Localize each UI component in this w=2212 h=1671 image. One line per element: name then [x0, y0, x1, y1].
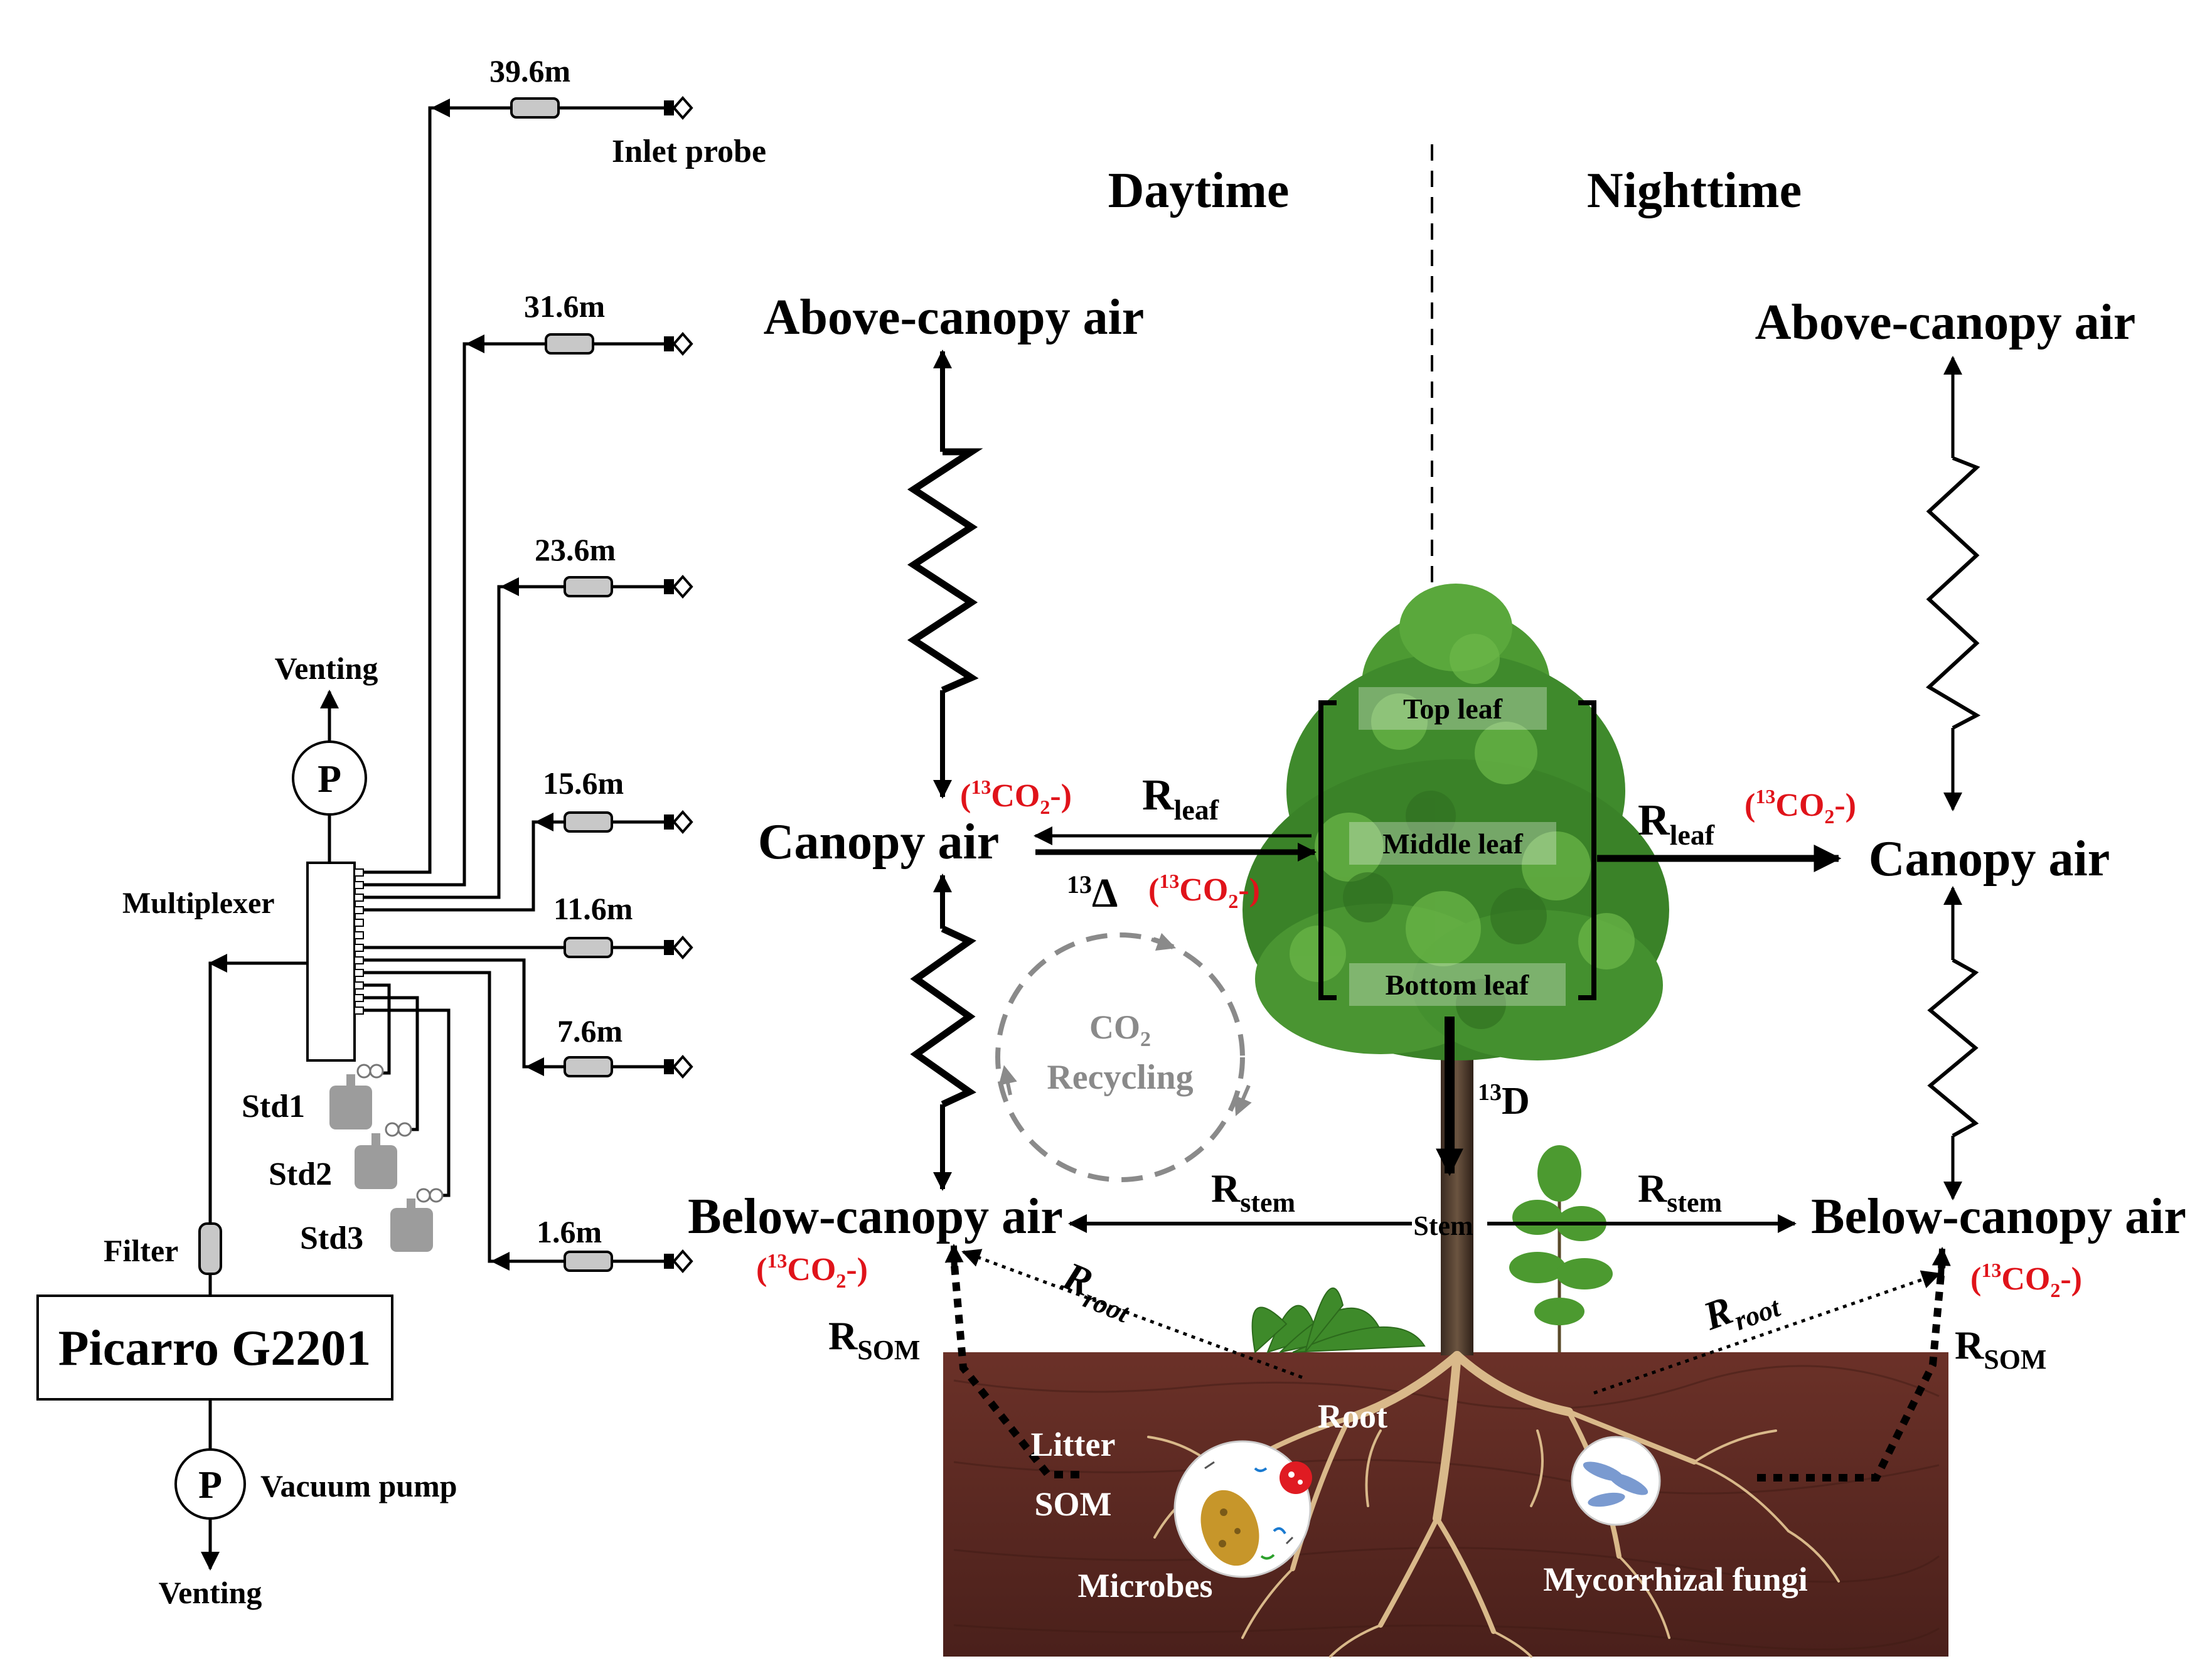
height-label: 11.6m — [553, 891, 633, 926]
night-below-iso-label: (13CO2-) — [1970, 1259, 2082, 1301]
day-rroot-label: Rroot — [1054, 1253, 1142, 1329]
ground-plants — [1251, 1145, 1613, 1353]
line-filters — [510, 97, 613, 1272]
night-rleaf-label: Rleaf — [1638, 796, 1715, 851]
inlet-probe-icons — [664, 95, 693, 1274]
height-label: 1.6m — [537, 1214, 602, 1249]
microbes-icon — [1173, 1440, 1312, 1578]
tree-illustration: Top leaf Middle leaf Bottom leaf 13D Ste… — [1147, 584, 1840, 1658]
day-delta-iso-label: (13CO2-) — [1148, 870, 1260, 912]
day-delta-label: 13Δ — [1067, 870, 1118, 916]
night-lower-zigzag — [1927, 958, 1979, 1138]
height-label: 39.6m — [489, 53, 570, 88]
microbes-label: Microbes — [1078, 1567, 1213, 1604]
night-below-canopy-label: Below-canopy air — [1811, 1189, 2186, 1244]
night-canopy-air-label: Canopy air — [1869, 831, 2110, 887]
height-label: 31.6m — [524, 289, 605, 324]
night-above-canopy-label: Above-canopy air — [1755, 295, 2136, 350]
top-leaf-panel — [1359, 687, 1547, 730]
night-upper-zigzag — [1926, 456, 1981, 730]
soil-block — [943, 1352, 1948, 1657]
day-rsom-path — [950, 1257, 1079, 1478]
tree-canopy — [1242, 584, 1669, 1060]
day-rstem-label: Rstem — [1211, 1166, 1295, 1218]
recycle-arrowhead-icon — [998, 1065, 1017, 1096]
middle-leaf-panel — [1349, 822, 1556, 865]
venting-top-label: Venting — [275, 651, 378, 686]
std3-label: Std3 — [300, 1220, 363, 1256]
recycle-arrowhead-icon — [1234, 1084, 1252, 1116]
std1-label: Std1 — [242, 1089, 305, 1124]
filter-label: Filter — [104, 1233, 178, 1268]
night-rroot-label: Rroot — [1697, 1271, 1785, 1346]
recycling-label: Recycling — [1047, 1058, 1193, 1097]
day-rleaf-label: Rleaf — [1142, 771, 1219, 826]
top-leaf-label: Top leaf — [1403, 693, 1503, 725]
sampling-system: Multiplexer — [36, 53, 766, 1610]
middle-leaf-label: Middle leaf — [1382, 828, 1523, 860]
height-label: 15.6m — [543, 766, 624, 801]
night-rstem-label: Rstem — [1638, 1166, 1722, 1218]
nighttime-title: Nighttime — [1587, 163, 1802, 218]
recycle-arrowhead-icon — [1150, 932, 1177, 951]
multiplexer-label: Multiplexer — [122, 887, 275, 920]
pump-bottom-label: P — [198, 1464, 222, 1507]
std-cylinder-icon — [355, 1122, 412, 1189]
std-cylinder-icon — [390, 1188, 444, 1252]
day-canopy-air-label: Canopy air — [758, 814, 1000, 870]
co2-recycling-circle — [995, 932, 1245, 1182]
day-below-iso-label: (13CO2-) — [756, 1249, 868, 1292]
som-label: SOM — [1034, 1485, 1111, 1523]
daytime-title: Daytime — [1108, 163, 1290, 218]
analyzer-label: Picarro G2201 — [58, 1321, 371, 1376]
soil-contents: Root Litter SOM Microbes Mycorrhizal fun… — [1031, 1397, 1808, 1604]
night-rsom-arrowhead — [1931, 1247, 1951, 1278]
height-label: 23.6m — [535, 532, 616, 567]
night-canopy-iso-label: (13CO2-) — [1744, 785, 1856, 828]
d13-label: 13D — [1478, 1079, 1530, 1123]
litter-label: Litter — [1031, 1426, 1116, 1463]
night-rsom-path — [1757, 1261, 1946, 1481]
day-upper-zigzag — [907, 448, 983, 694]
canopy-right-bracket — [1578, 700, 1596, 1000]
analyzer-box — [36, 1295, 393, 1401]
venting-bottom-label: Venting — [159, 1575, 262, 1610]
vacuum-pump-label: Vacuum pump — [260, 1468, 457, 1503]
multiplexer-box — [306, 862, 356, 1062]
bottom-leaf-label: Bottom leaf — [1386, 969, 1529, 1001]
height-label: 7.6m — [557, 1013, 622, 1049]
fungi-label: Mycorrhizal fungi — [1543, 1561, 1807, 1598]
day-canopy-iso-label: (13CO2-) — [960, 776, 1072, 818]
standard-cylinders — [329, 1064, 444, 1252]
stem-label: Stem — [1413, 1210, 1473, 1241]
flow-arrows — [431, 99, 568, 1271]
day-above-canopy-label: Above-canopy air — [764, 290, 1145, 345]
day-below-canopy-label: Below-canopy air — [688, 1189, 1063, 1244]
nighttime-column: Above-canopy air Canopy air Below-canopy… — [1487, 295, 2186, 1481]
inlet-connectors — [558, 106, 665, 1263]
multiplexer-ports — [354, 868, 364, 1015]
night-rsom-label: RSOM — [1955, 1323, 2046, 1375]
mycorrhizal-fungi-icon — [1571, 1436, 1661, 1526]
root-label: Root — [1318, 1397, 1387, 1435]
bottom-leaf-panel — [1349, 963, 1566, 1006]
filter-icon — [198, 1222, 222, 1275]
day-rsom-label: RSOM — [828, 1313, 920, 1365]
pump-top-label: P — [318, 758, 341, 801]
inlet-probe-label: Inlet probe — [612, 134, 766, 169]
day-rroot-arrow — [961, 1249, 1303, 1379]
std2-label: Std2 — [269, 1156, 332, 1192]
canopy-left-bracket — [1318, 700, 1337, 1000]
std-cylinder-icon — [329, 1064, 384, 1129]
day-lower-zigzag — [910, 926, 976, 1108]
co2-label: CO2 — [1089, 1008, 1151, 1051]
sampling-lines — [363, 106, 665, 1263]
